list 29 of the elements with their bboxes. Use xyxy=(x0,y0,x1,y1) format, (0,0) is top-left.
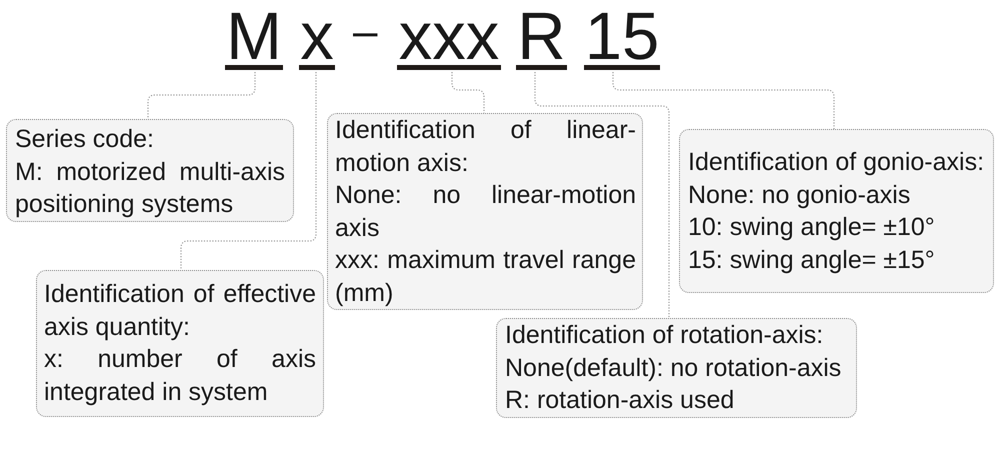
code-segment: R xyxy=(516,8,567,70)
code-segment: 15 xyxy=(584,8,660,70)
code-separator: – xyxy=(353,10,378,54)
leader-line xyxy=(612,72,834,130)
code-segment: x xyxy=(299,8,335,70)
code-segment: M xyxy=(225,8,283,70)
callout-text: 15: swing angle= ±15° xyxy=(688,244,936,276)
callout-heading: Identification of rotation-axis: xyxy=(505,320,824,351)
callout-text: xxx: maximum travel range (mm) xyxy=(335,245,636,308)
callout-text: x: number of axis integrated in system xyxy=(44,344,316,408)
callout-box xyxy=(327,113,643,310)
callout-text: 10: swing angle= ±10° xyxy=(688,212,936,243)
leader-line xyxy=(180,72,316,270)
callout-heading: Identification of gonio-axis: xyxy=(688,147,986,178)
callout-box xyxy=(679,129,994,293)
callout-text: None(default): no rotation-axis xyxy=(505,352,842,384)
callout-heading: Identification of linear-motion axis: xyxy=(335,115,636,178)
callout-text: None: no gonio-axis xyxy=(688,180,912,210)
callout-heading: Identification of effective axis quantity: xyxy=(44,279,316,342)
callout-text: M: motorized multi-axis positioning systems xyxy=(15,156,285,220)
leader-line xyxy=(148,72,256,120)
callout-box xyxy=(496,318,857,418)
code-segment: xxx xyxy=(397,8,501,70)
leader-line xyxy=(534,72,670,318)
callout-box xyxy=(6,119,294,222)
callout-heading: Series code: xyxy=(15,124,155,155)
leader-line xyxy=(452,72,484,114)
callout-text: R: rotation-axis used xyxy=(505,385,736,416)
callout-box xyxy=(36,270,324,417)
